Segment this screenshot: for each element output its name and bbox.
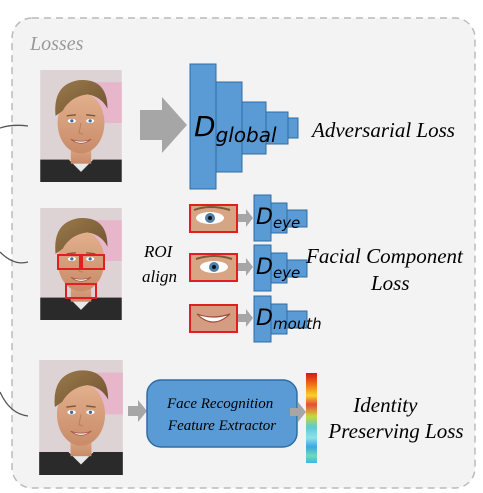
face-photo-identity — [38, 360, 124, 475]
component-arrows — [238, 209, 253, 327]
input-connector-2 — [0, 251, 29, 264]
input-connector-1 — [0, 124, 29, 129]
eye-discriminator-1-label: Deye — [256, 205, 300, 232]
eye-discriminator-2 — [253, 244, 308, 292]
mouth-discriminator-label: Dmouth — [256, 306, 322, 333]
adversarial-loss-label: Adversarial Loss — [310, 118, 455, 142]
feature-extractor-box — [146, 379, 298, 448]
mouth-crop — [189, 304, 238, 333]
roi-box-left-eye — [57, 254, 81, 270]
global-arrow — [140, 97, 187, 153]
losses-panel — [11, 17, 476, 489]
extractor-input-arrow — [128, 400, 147, 422]
input-connector-3 — [0, 391, 29, 417]
facial-component-loss-label: Facial Component Loss — [305, 244, 468, 295]
feature-output-arrow — [290, 402, 306, 422]
global-discriminator-label: Dglobal — [194, 110, 277, 147]
mouth-discriminator — [253, 295, 308, 343]
roi-box-right-eye — [81, 254, 105, 270]
face-photo-global — [39, 70, 123, 182]
feature-extractor-label: Face Recognition Feature Extractor — [166, 396, 277, 434]
eye-crop-1 — [189, 204, 238, 233]
identity-preserving-loss-label: Identity Preserving Loss — [327, 393, 463, 443]
eye-discriminator-2-label: Deye — [256, 255, 300, 282]
eye-crop-2 — [189, 253, 238, 282]
roi-box-mouth — [65, 283, 97, 299]
eye-discriminator-1 — [253, 194, 308, 242]
roi-align-label: ROI align — [142, 242, 177, 286]
global-discriminator — [189, 63, 299, 190]
feature-colorbar-icon — [306, 373, 317, 463]
panel-title: Losses — [29, 33, 84, 55]
